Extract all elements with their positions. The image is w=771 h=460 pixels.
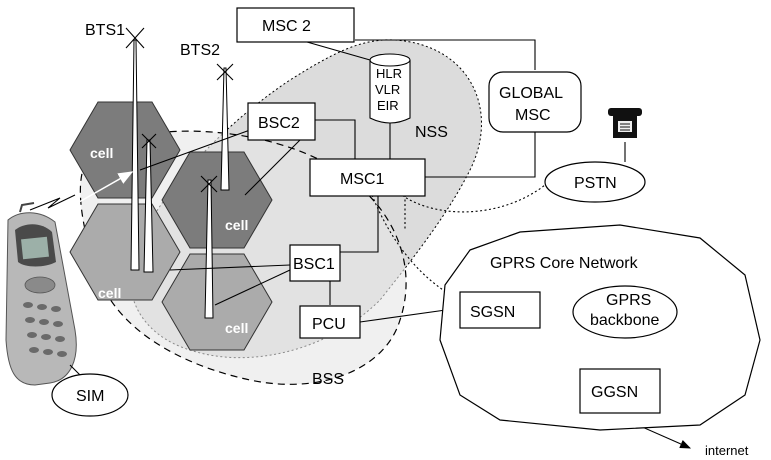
bss-label: BSS: [312, 371, 344, 388]
sim-node: SIM: [51, 373, 129, 417]
bts2-label: BTS2: [180, 42, 220, 59]
link-bsc1-cell: [169, 264, 291, 271]
cell-label-4: cell: [225, 320, 248, 336]
cell-label-3: cell: [225, 217, 248, 233]
gprs-backbone-node: GPRS backbone: [572, 285, 678, 339]
internet-label: internet: [705, 443, 749, 458]
pstn-node: PSTN: [544, 161, 646, 203]
dotted-msc1-pstn: [394, 184, 546, 213]
antenna-tower-lower: [200, 175, 218, 319]
global-msc-node: GLOBAL MSC: [488, 71, 582, 133]
sgsn-node: SGSN: [459, 291, 541, 329]
pcu-node: PCU: [299, 305, 361, 339]
bts1-label: BTS1: [85, 22, 125, 39]
link-msc2-hlr: [299, 39, 371, 61]
mobile-phone-icon: [5, 202, 77, 386]
antenna-tower-bts2: [216, 63, 234, 191]
link-msc2-global: [355, 39, 536, 70]
ggsn-node: GGSN: [579, 368, 661, 414]
gprs-core-network-label: GPRS Core Network: [490, 255, 639, 272]
link-bsc2-msc1: [315, 119, 356, 160]
msc1-node: MSC1: [309, 158, 426, 197]
link-msc1-bsc1: [340, 195, 379, 253]
svg-text:MSC 2: MSC 2: [262, 18, 311, 35]
svg-text:SGSN: SGSN: [470, 304, 515, 321]
cell-hexagon-right-lower: [161, 253, 273, 351]
hlr-label: HLR: [376, 66, 402, 81]
svg-text:BSC1: BSC1: [293, 256, 335, 273]
antenna-tower-center: [141, 133, 157, 273]
link-global-msc1: [425, 130, 536, 178]
cell-label-2: cell: [98, 285, 121, 301]
nss-label: NSS: [415, 124, 448, 141]
svg-text:PCU: PCU: [312, 316, 346, 333]
link-bsc2-cell: [139, 129, 251, 171]
link-bsc2-cell2: [244, 139, 301, 196]
svg-text:BSC2: BSC2: [258, 115, 300, 132]
svg-text:SIM: SIM: [76, 388, 104, 405]
dotted-connections: [371, 184, 546, 301]
antenna-tower-bts1: [125, 27, 145, 271]
radio-link: [29, 171, 134, 211]
svg-text:MSC1: MSC1: [340, 171, 385, 188]
vlr-label: VLR: [375, 82, 400, 97]
link-bsc1-cell2: [214, 269, 291, 306]
cell-label-1: cell: [90, 145, 113, 161]
svg-text:GGSN: GGSN: [591, 384, 638, 401]
cell-hexagon-top-left: [69, 101, 181, 199]
svg-text:backbone: backbone: [590, 312, 659, 329]
svg-text:GLOBAL: GLOBAL: [499, 85, 563, 102]
bsc1-node: BSC1: [289, 244, 341, 282]
hlr-vlr-eir-database: HLR VLR EIR: [369, 53, 411, 124]
svg-text:MSC: MSC: [515, 107, 551, 124]
svg-text:GPRS: GPRS: [606, 292, 651, 309]
bsc2-node: BSC2: [247, 102, 316, 141]
telephone-icon: [608, 108, 642, 138]
svg-text:PSTN: PSTN: [574, 175, 617, 192]
msc2-node: MSC 2: [236, 7, 355, 43]
eir-label: EIR: [377, 98, 399, 113]
